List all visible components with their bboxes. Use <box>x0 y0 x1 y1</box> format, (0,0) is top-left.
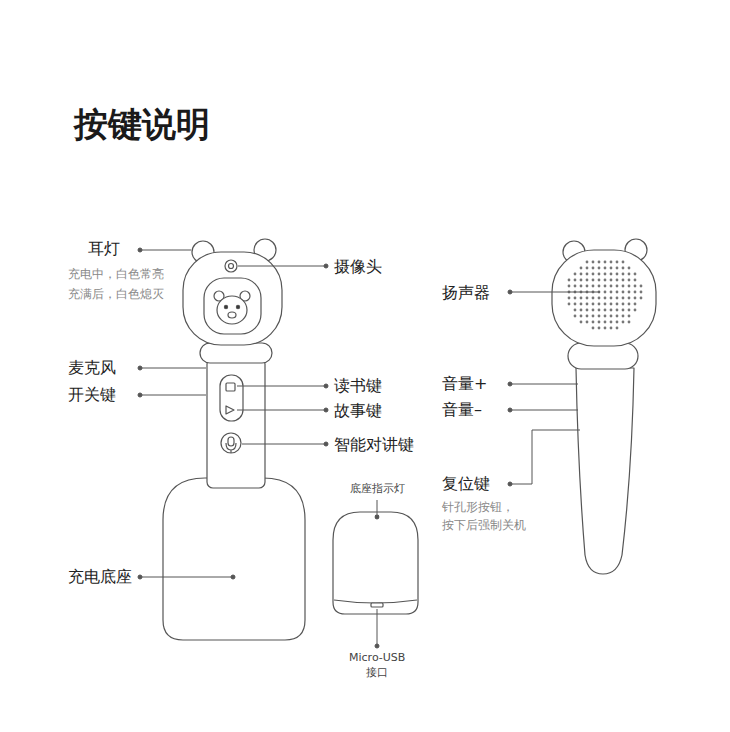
speaker-grille <box>568 261 643 330</box>
note-text: 针孔形按钮， <box>442 500 514 514</box>
camera <box>225 260 237 272</box>
part-label: 底座指示灯 <box>350 482 405 495</box>
part-label: 开关键 <box>68 385 116 404</box>
part-label: 复位键 <box>442 474 490 493</box>
part-label: 故事键 <box>334 401 382 420</box>
charging-base <box>163 478 305 640</box>
bear-muzzle <box>228 312 236 318</box>
usb-port <box>371 603 383 607</box>
part-label: 摄像头 <box>334 257 382 276</box>
read-button-icon <box>226 383 235 391</box>
bear-face <box>217 296 247 324</box>
part-label: 充电底座 <box>68 567 132 586</box>
base-indicator <box>375 515 379 519</box>
pen-head-back <box>552 250 656 346</box>
story-button-icon <box>226 406 234 414</box>
part-label: 接口 <box>366 666 388 679</box>
pen-collar <box>200 343 272 363</box>
part-label: Micro-USB <box>349 651 405 664</box>
part-label: 读书键 <box>334 376 382 395</box>
part-label: 音量– <box>442 400 482 419</box>
note-text: 按下后强制关机 <box>442 518 526 532</box>
mic-icon <box>226 443 236 453</box>
mic-icon <box>228 437 234 446</box>
face-screen <box>204 278 261 334</box>
pen-body <box>207 358 265 488</box>
note-text: 充电中，白色常亮 <box>68 267 164 281</box>
button-panel <box>220 375 243 421</box>
page-title: 按键说明 <box>74 104 210 145</box>
part-label: 耳灯 <box>88 239 120 258</box>
bear-eye <box>224 305 227 308</box>
part-label: 麦克风 <box>68 358 116 377</box>
bear-eye <box>236 305 239 308</box>
talk-button <box>221 433 241 453</box>
base-side-view <box>333 512 418 614</box>
camera-lens <box>229 264 234 269</box>
part-label: 智能对讲键 <box>334 435 414 454</box>
volume-buttons <box>575 384 578 410</box>
pen-body-back <box>576 368 634 574</box>
leader-lines <box>138 248 600 648</box>
part-label: 扬声器 <box>442 283 490 302</box>
note-text: 充满后，白色熄灭 <box>68 287 164 301</box>
pen-collar-back <box>568 343 638 369</box>
part-label: 音量+ <box>442 374 487 393</box>
